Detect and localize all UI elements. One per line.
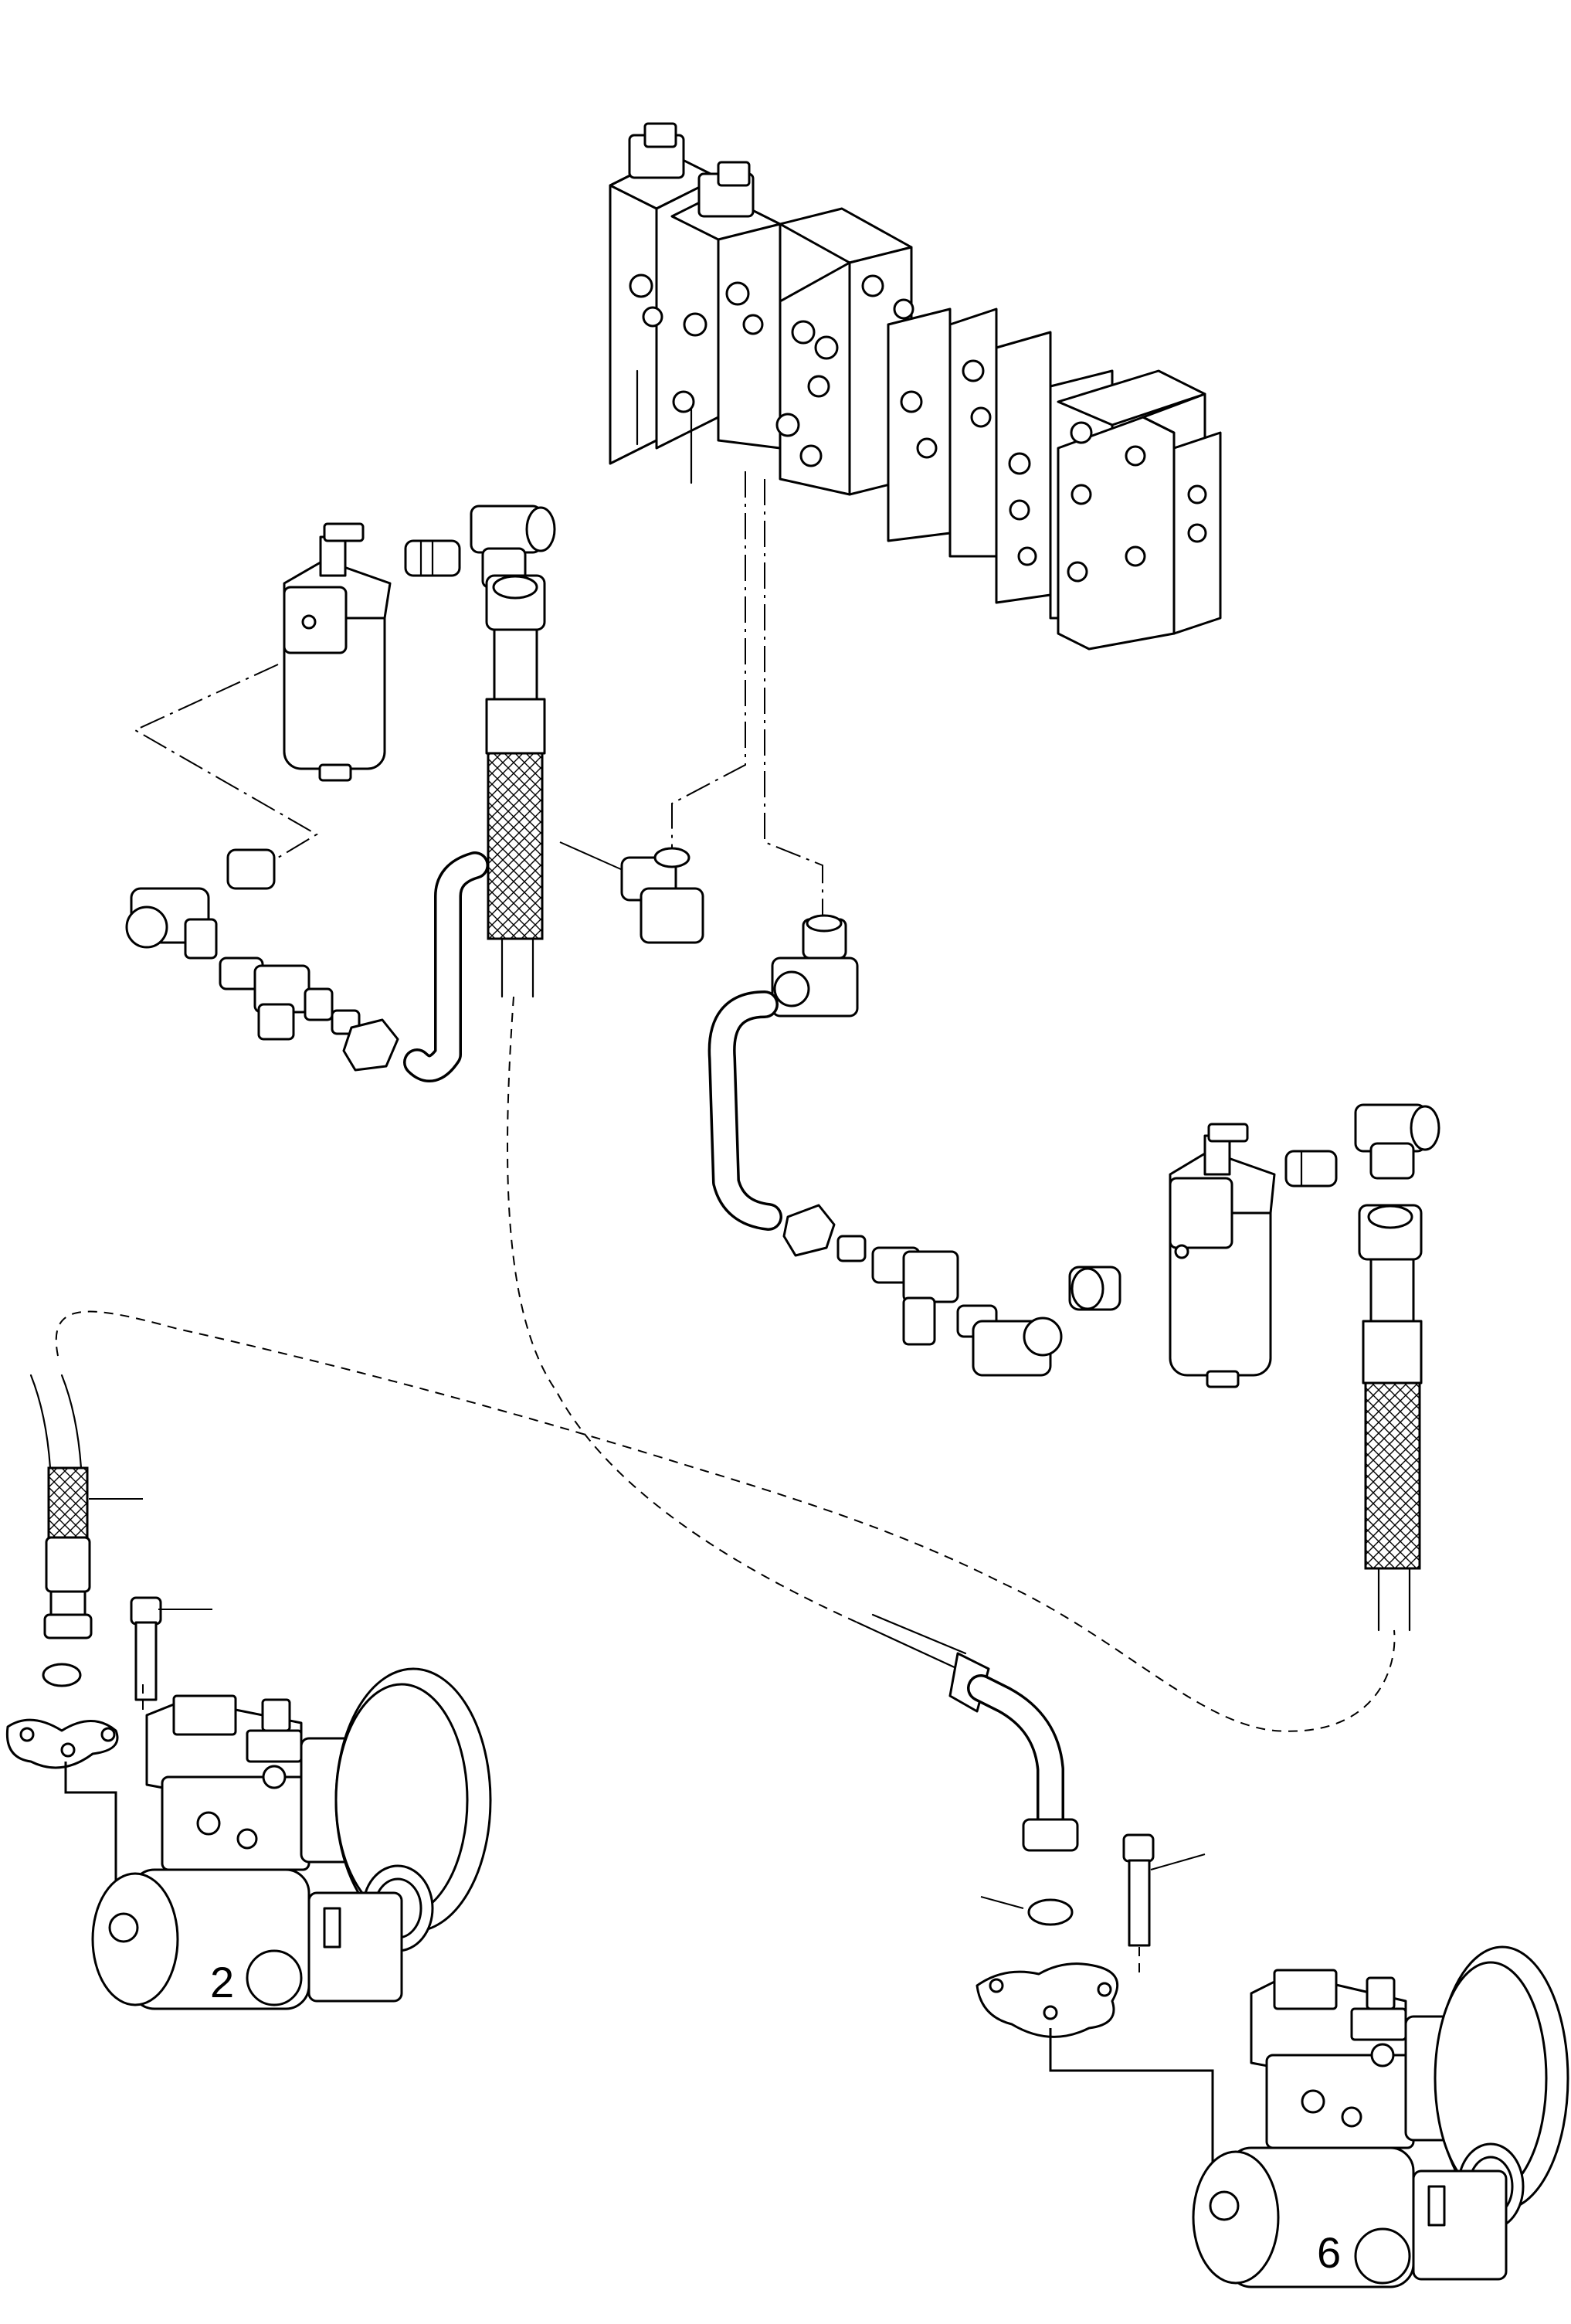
pump-left	[91, 1667, 492, 2010]
pump-right	[1192, 1945, 1569, 2288]
valve-bank	[609, 122, 1222, 651]
flange-left	[5, 1718, 119, 1769]
hose-left-lower	[29, 1374, 93, 1639]
hose-route	[507, 996, 858, 1623]
callout-number: 2	[210, 1958, 234, 2006]
connector-line	[64, 1762, 117, 1932]
elbow-fitting-right	[771, 914, 859, 1018]
leader-line	[133, 664, 318, 858]
fittings-left	[125, 848, 399, 1072]
elbow-fitting	[1354, 1103, 1440, 1180]
elbow-fitting	[470, 505, 556, 589]
nipple-fitting	[404, 539, 461, 577]
flange-right	[976, 1962, 1119, 2038]
nipple-fitting	[1284, 1150, 1338, 1187]
bent-hose-right	[856, 1613, 990, 1713]
bolt	[130, 1596, 162, 1701]
o-ring	[42, 1663, 82, 1687]
elbow-fitting-center	[620, 847, 704, 944]
leader-line	[671, 471, 746, 858]
fittings-right	[782, 1204, 1121, 1377]
callout-number: 6	[1317, 2228, 1341, 2277]
bolt	[1122, 1833, 1155, 1947]
o-ring	[1027, 1898, 1074, 1926]
hose-route	[55, 1310, 1396, 1732]
connector-line	[1049, 2028, 1214, 2186]
filter-left	[283, 522, 392, 782]
hose-right	[1358, 1204, 1423, 1632]
hose-center	[485, 574, 546, 998]
filter-right	[1169, 1123, 1276, 1388]
leader-line	[764, 479, 823, 919]
